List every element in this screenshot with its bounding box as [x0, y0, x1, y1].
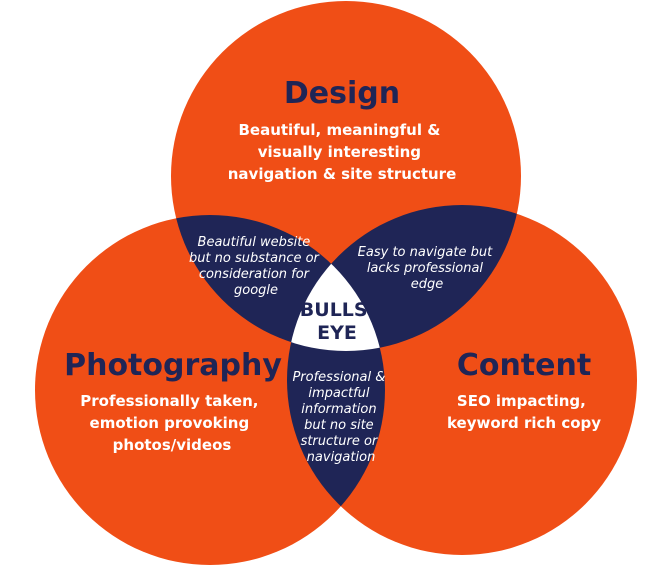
overlap-text-line: information: [301, 402, 376, 417]
design-description-line: navigation & site structure: [228, 165, 457, 183]
overlap-text-line: google: [234, 283, 278, 298]
bulls-eye-line: EYE: [317, 322, 357, 344]
overlap-text-line: navigation: [307, 450, 376, 465]
overlap-text-line: impactful: [308, 386, 370, 401]
design-description-line: Beautiful, meaningful &: [238, 121, 440, 139]
photography-description-line: photos/videos: [113, 436, 232, 454]
design-title: Design: [284, 76, 400, 111]
design-description-line: visually interesting: [258, 143, 421, 161]
photography-title: Photography: [64, 348, 282, 383]
overlap-text-line: Professional &: [292, 370, 385, 385]
overlap-design-photography-text: Beautiful website but no substance or co…: [189, 235, 323, 298]
photography-description-line: emotion provoking: [90, 414, 250, 432]
overlap-text-line: structure or: [301, 434, 379, 449]
overlap-text-line: edge: [411, 277, 444, 292]
overlap-design-content: [287, 205, 521, 351]
content-description-line: keyword rich copy: [447, 414, 601, 432]
overlap-text-line: but no site: [304, 418, 374, 433]
overlap-text-line: consideration for: [199, 267, 311, 282]
bulls-eye-line: BULLS: [300, 299, 368, 321]
photography-description-line: Professionally taken,: [80, 392, 258, 410]
overlap-design-content-text: Easy to navigate but lacks professional …: [358, 245, 497, 292]
bulls-eye-label: BULLS EYE: [300, 299, 374, 344]
content-description: SEO impacting, keyword rich copy: [447, 392, 601, 432]
overlap-text-line: Easy to navigate but: [358, 245, 493, 260]
overlap-text-line: lacks professional: [367, 261, 484, 276]
photography-description: Professionally taken, emotion provoking …: [80, 392, 263, 454]
overlap-photography-content-text: Professional & impactful information but…: [292, 370, 389, 465]
design-description: Beautiful, meaningful & visually interes…: [228, 121, 457, 183]
overlap-text-line: Beautiful website: [198, 235, 311, 250]
overlap-design-photography: [171, 215, 385, 351]
content-description-line: SEO impacting,: [457, 392, 586, 410]
content-title: Content: [457, 348, 591, 383]
overlap-text-line: but no substance or: [189, 251, 321, 266]
